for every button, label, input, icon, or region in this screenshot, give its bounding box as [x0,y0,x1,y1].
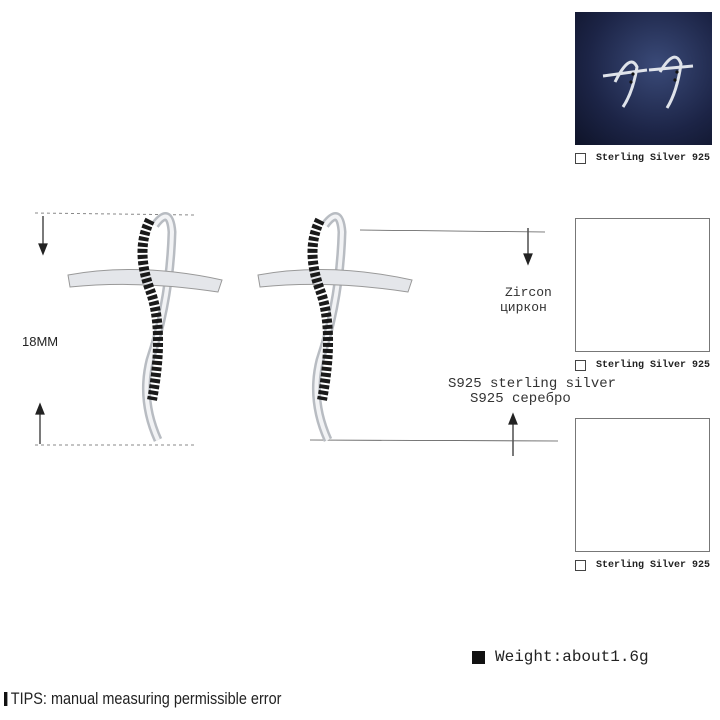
weight-text: Weight:about1.6g [495,648,649,666]
thumbnail-caption-1: Sterling Silver 925 [575,153,710,164]
zircon-label-en: Zircon [505,285,552,300]
thumbnail-empty-3[interactable] [575,418,710,552]
bar-bullet-icon [4,692,8,706]
caption-text: Sterling Silver 925 [596,360,711,371]
height-dimension-label: 18MM [22,334,59,349]
earrings-diagram [34,212,559,456]
metal-label-ru: S925 серебро [470,391,571,407]
metal-label-en: S925 sterling silver [448,376,617,392]
thumbnail-caption-3: Sterling Silver 925 [575,560,710,571]
tips-info: TIPS: manual measuring permissible error [4,689,281,709]
earring-right [257,212,413,442]
tips-text: TIPS: manual measuring permissible error [10,689,282,708]
weight-info: Weight:about1.6g [472,648,649,666]
product-photo-thumbnail[interactable] [575,12,712,145]
thumbnail-caption-2: Sterling Silver 925 [575,360,710,371]
zircon-label-ru: циркон [500,300,547,315]
caption-text: Sterling Silver 925 [596,153,711,164]
square-bullet-icon [472,650,485,664]
thumbnail-empty-2[interactable] [575,218,710,352]
checkbox-icon [575,360,586,371]
earrings-photo [602,55,694,109]
caption-text: Sterling Silver 925 [596,560,711,571]
checkbox-icon [575,560,586,571]
earring-left [67,212,223,442]
checkbox-icon [575,153,586,164]
